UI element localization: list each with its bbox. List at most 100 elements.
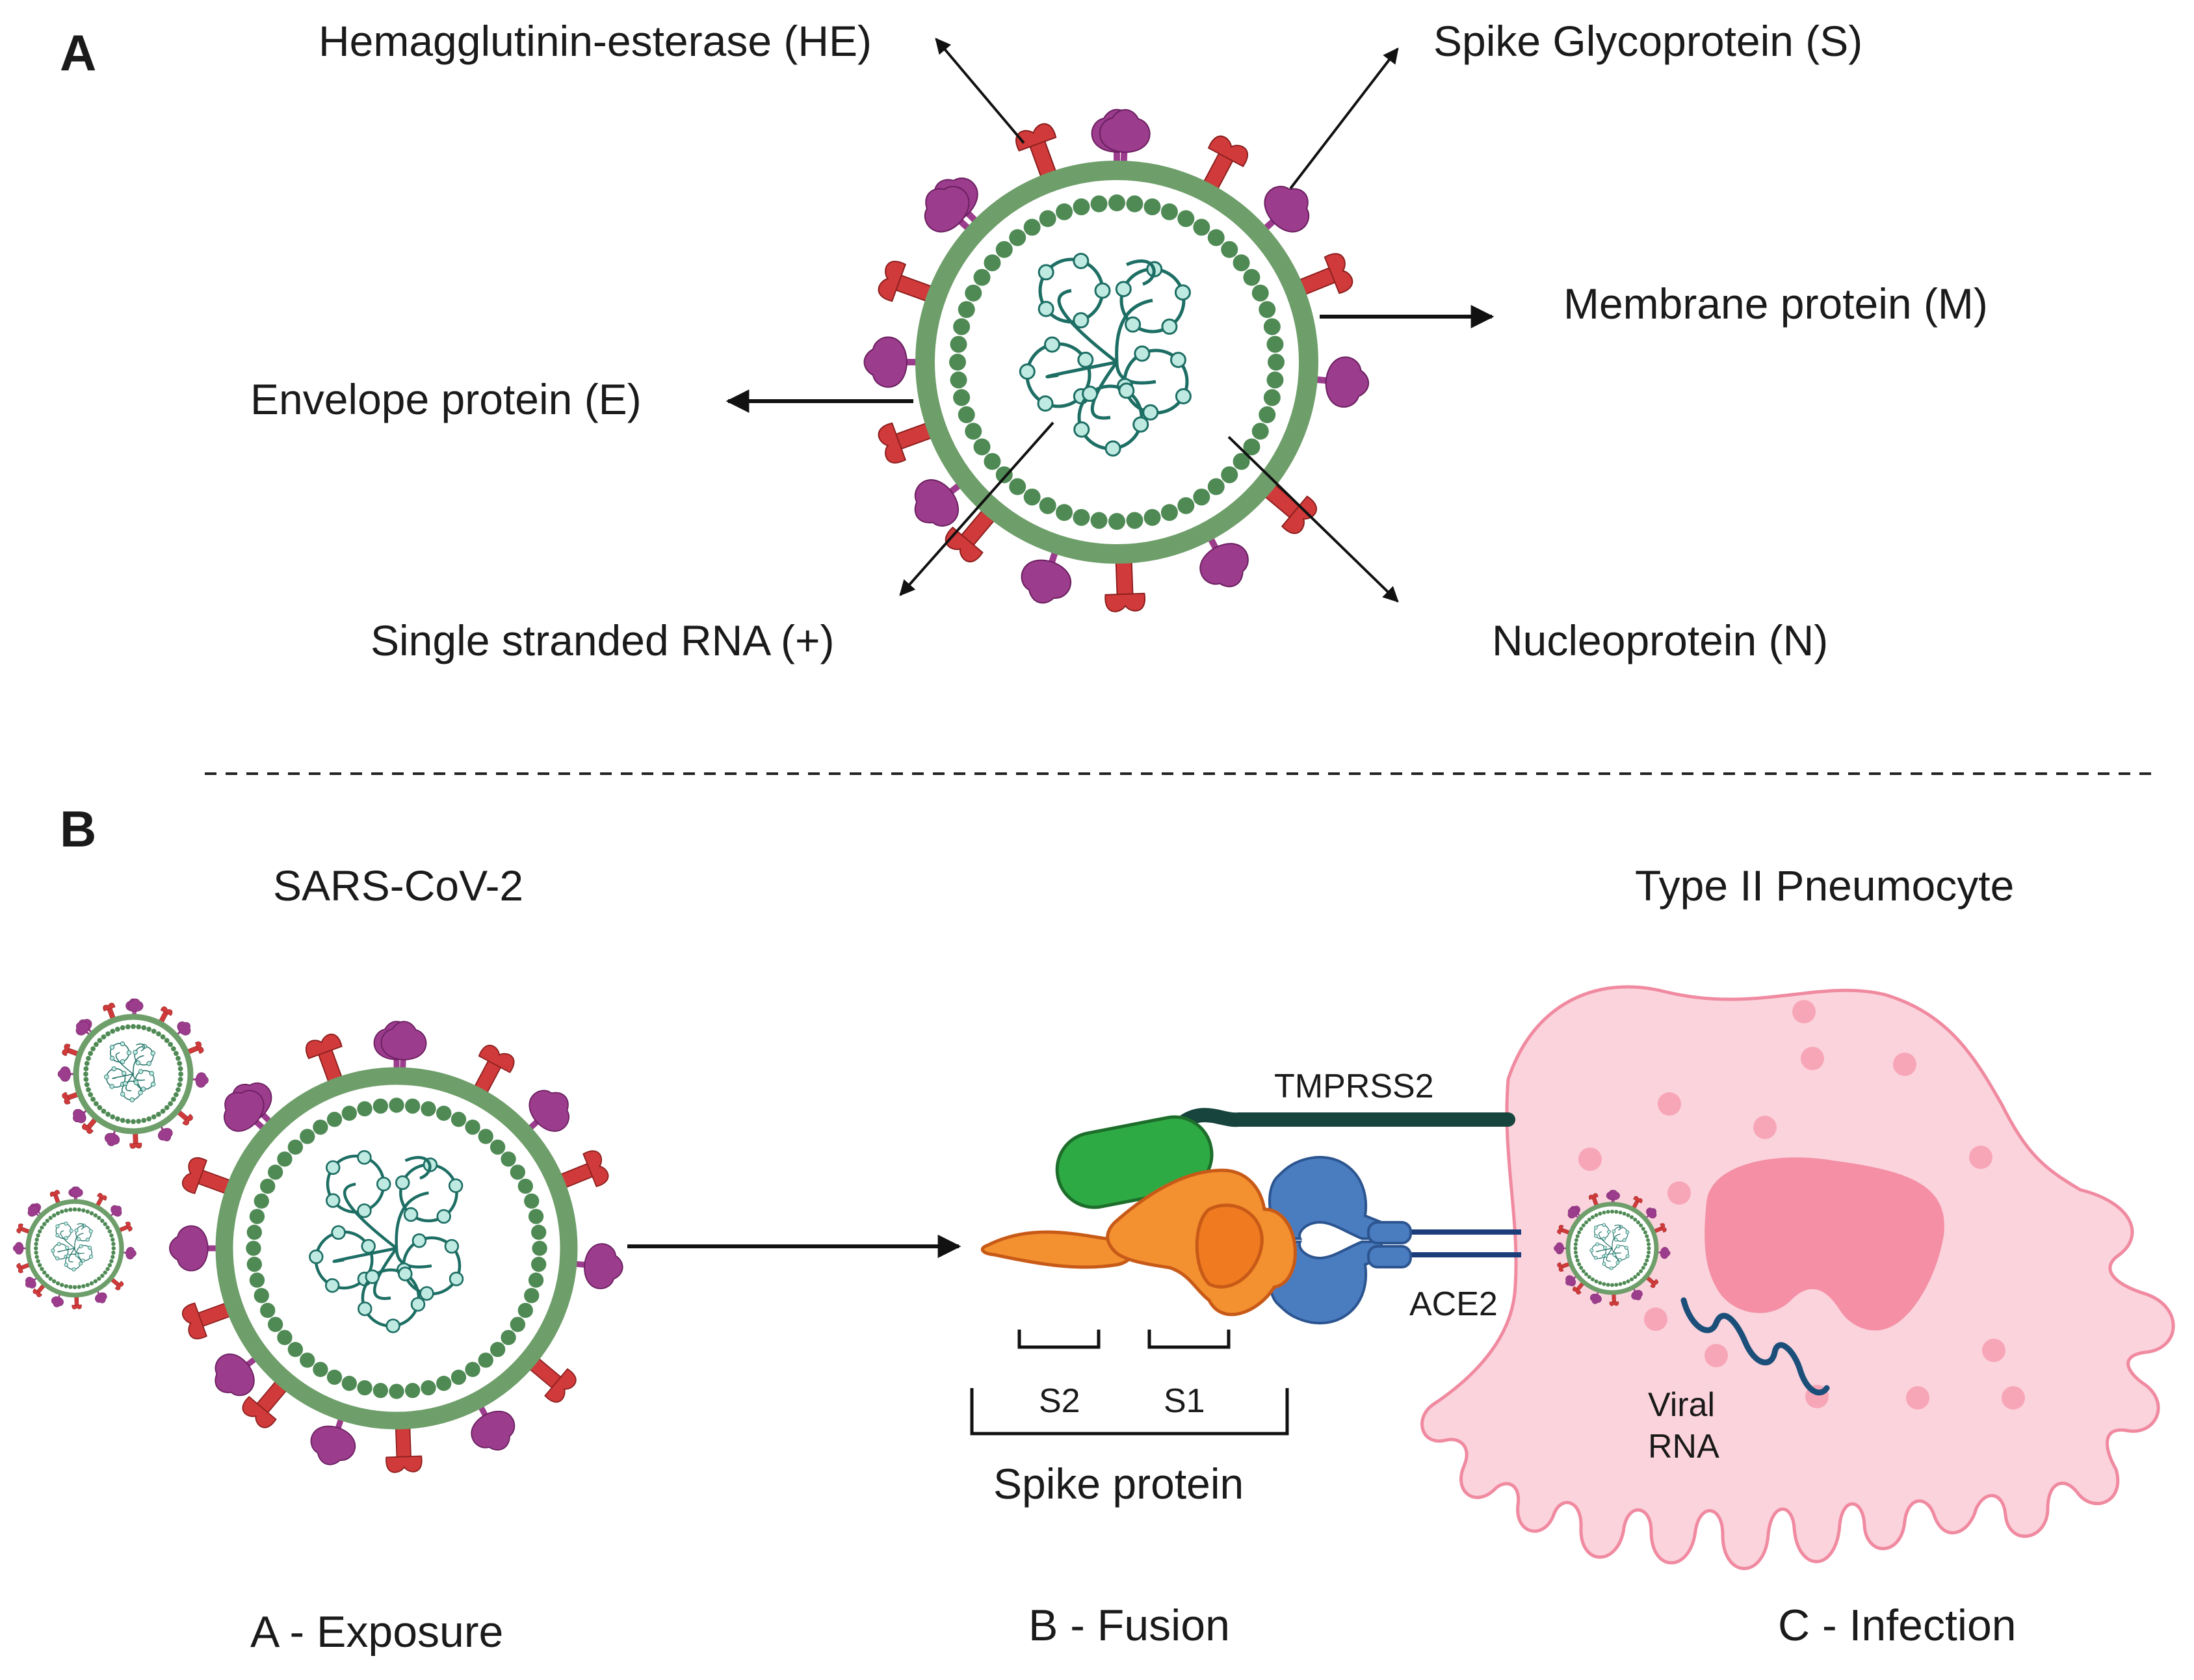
membrane-protein-bead xyxy=(1160,203,1178,220)
membrane-protein-bead xyxy=(1590,1277,1595,1281)
membrane-protein-bead xyxy=(1177,497,1195,514)
membrane-protein-bead xyxy=(34,1250,38,1255)
ace2-domain-top xyxy=(1367,1221,1412,1244)
nucleoprotein-bead xyxy=(133,1080,139,1085)
he-protein xyxy=(72,1294,82,1309)
membrane-protein-bead xyxy=(300,1352,315,1368)
membrane-protein-bead xyxy=(1259,406,1276,423)
membrane-protein-bead xyxy=(178,1071,183,1077)
nucleoprotein-bead xyxy=(133,1049,138,1055)
nucleoprotein-bead xyxy=(1104,440,1121,457)
stage-exposure: A - Exposure xyxy=(250,1607,503,1657)
nucleoprotein-bead xyxy=(376,1176,391,1192)
membrane-protein-bead xyxy=(42,1270,47,1275)
nucleoprotein-bead xyxy=(1602,1237,1606,1241)
membrane-protein-bead xyxy=(287,1139,304,1155)
membrane-protein-bead xyxy=(958,301,975,319)
membrane-protein-bead xyxy=(37,1229,42,1234)
rna-arrow xyxy=(899,421,1054,596)
nucleoprotein-bead xyxy=(109,1045,115,1050)
membrane-protein-bead xyxy=(60,1209,64,1214)
virus-small-2 xyxy=(12,1186,137,1309)
he-protein xyxy=(129,1131,142,1149)
he-arrow xyxy=(935,38,1025,144)
membrane-protein-bead xyxy=(176,1055,181,1061)
membrane-protein-bead xyxy=(249,1272,265,1288)
nucleoprotein-bead xyxy=(150,1081,156,1087)
membrane-protein-bead xyxy=(97,1216,101,1220)
membrane-protein-bead xyxy=(177,1060,183,1066)
membrane-protein-bead xyxy=(953,318,971,335)
rna-strand xyxy=(1057,289,1118,363)
membrane-protein-bead xyxy=(267,1164,283,1180)
membrane-protein-bead xyxy=(1594,1213,1599,1218)
vesicle-dot xyxy=(1667,1181,1691,1205)
nucleoprotein-bead xyxy=(1609,1266,1613,1270)
spike-glycoprotein xyxy=(169,1225,225,1272)
nucleoprotein-bead xyxy=(1142,404,1159,421)
membrane-protein-bead xyxy=(1073,508,1090,526)
membrane-protein-bead xyxy=(389,1097,404,1113)
nucleoprotein-bead xyxy=(1615,1261,1620,1265)
membrane-protein-bead xyxy=(97,1038,103,1043)
nucleoprotein-bead xyxy=(326,1160,341,1175)
rna-strand xyxy=(74,1233,84,1249)
membrane-protein-bead xyxy=(72,1207,77,1212)
stage-fusion: B - Fusion xyxy=(1028,1601,1230,1650)
rna-strand xyxy=(1045,360,1117,378)
membrane-protein-bead xyxy=(1622,1281,1626,1285)
membrane-protein-bead xyxy=(1647,1246,1651,1250)
membrane-protein-bead xyxy=(86,1055,91,1061)
nucleoprotein-bead xyxy=(1038,264,1054,281)
membrane-protein-bead xyxy=(995,241,1013,258)
membrane-protein-bead xyxy=(68,1285,73,1289)
nucleoprotein-bead xyxy=(109,1084,114,1089)
membrane-protein-bead xyxy=(341,1105,357,1121)
membrane-protein-bead xyxy=(173,1051,179,1057)
membrane-protein-bead xyxy=(1243,269,1260,286)
viral-rna-strand xyxy=(1680,1297,1830,1396)
membrane-protein-bead xyxy=(1594,1279,1599,1283)
vesicle-dot xyxy=(1644,1307,1667,1331)
membrane-protein-bead xyxy=(101,1034,107,1040)
label-s2: S2 xyxy=(1039,1382,1080,1420)
nucleoprotein-bead xyxy=(1132,416,1149,433)
nucleoprotein-bead xyxy=(78,1261,83,1266)
spike-glycoprotein xyxy=(25,1276,39,1289)
membrane-protein-bead xyxy=(89,1211,94,1216)
nucleoprotein-bead xyxy=(111,1066,117,1071)
membrane-protein-bead xyxy=(421,1101,436,1117)
membrane-protein-bead xyxy=(1108,194,1125,211)
nucleoprotein-bead xyxy=(1118,382,1135,399)
nucleoprotein-bead xyxy=(1625,1230,1630,1235)
membrane-protein-bead xyxy=(173,1092,179,1097)
rna-strand xyxy=(343,1182,398,1250)
membrane-protein-bead xyxy=(528,1209,544,1224)
membrane-protein-bead xyxy=(490,1341,506,1358)
membrane-protein-bead xyxy=(1581,1269,1586,1274)
vesicle-dot xyxy=(1801,1047,1824,1070)
membrane-protein-bead xyxy=(77,1285,81,1289)
membrane-protein-bead xyxy=(103,1270,107,1275)
nucleoprotein-bead xyxy=(1094,282,1111,299)
membrane-protein-bead xyxy=(81,1208,86,1213)
nucleoprotein-bead xyxy=(1169,352,1186,369)
membrane-protein-bead xyxy=(83,1066,89,1071)
membrane-protein-bead xyxy=(1574,1238,1578,1242)
nucleoprotein-bead xyxy=(69,1229,73,1233)
membrane-protein-bead xyxy=(109,1259,114,1263)
membrane-protein-bead xyxy=(60,1283,64,1287)
nucleoprotein-bead xyxy=(358,1301,372,1317)
nucleoprotein-bead xyxy=(120,1041,125,1047)
membrane-protein-bead xyxy=(1584,1272,1589,1276)
membrane-protein-bead xyxy=(93,1101,99,1107)
membrane-protein-bead xyxy=(1259,301,1276,319)
membrane-protein-bead xyxy=(357,1380,372,1396)
membrane-protein-bead xyxy=(105,1112,111,1117)
membrane-protein-bead xyxy=(510,1164,526,1180)
nucleoprotein-bead xyxy=(385,1319,400,1333)
membrane-protein-bead xyxy=(1584,1220,1589,1225)
nucleoprotein-bead xyxy=(109,1055,115,1061)
nucleoprotein-bead xyxy=(81,1258,85,1263)
rna-strand xyxy=(115,1052,134,1075)
